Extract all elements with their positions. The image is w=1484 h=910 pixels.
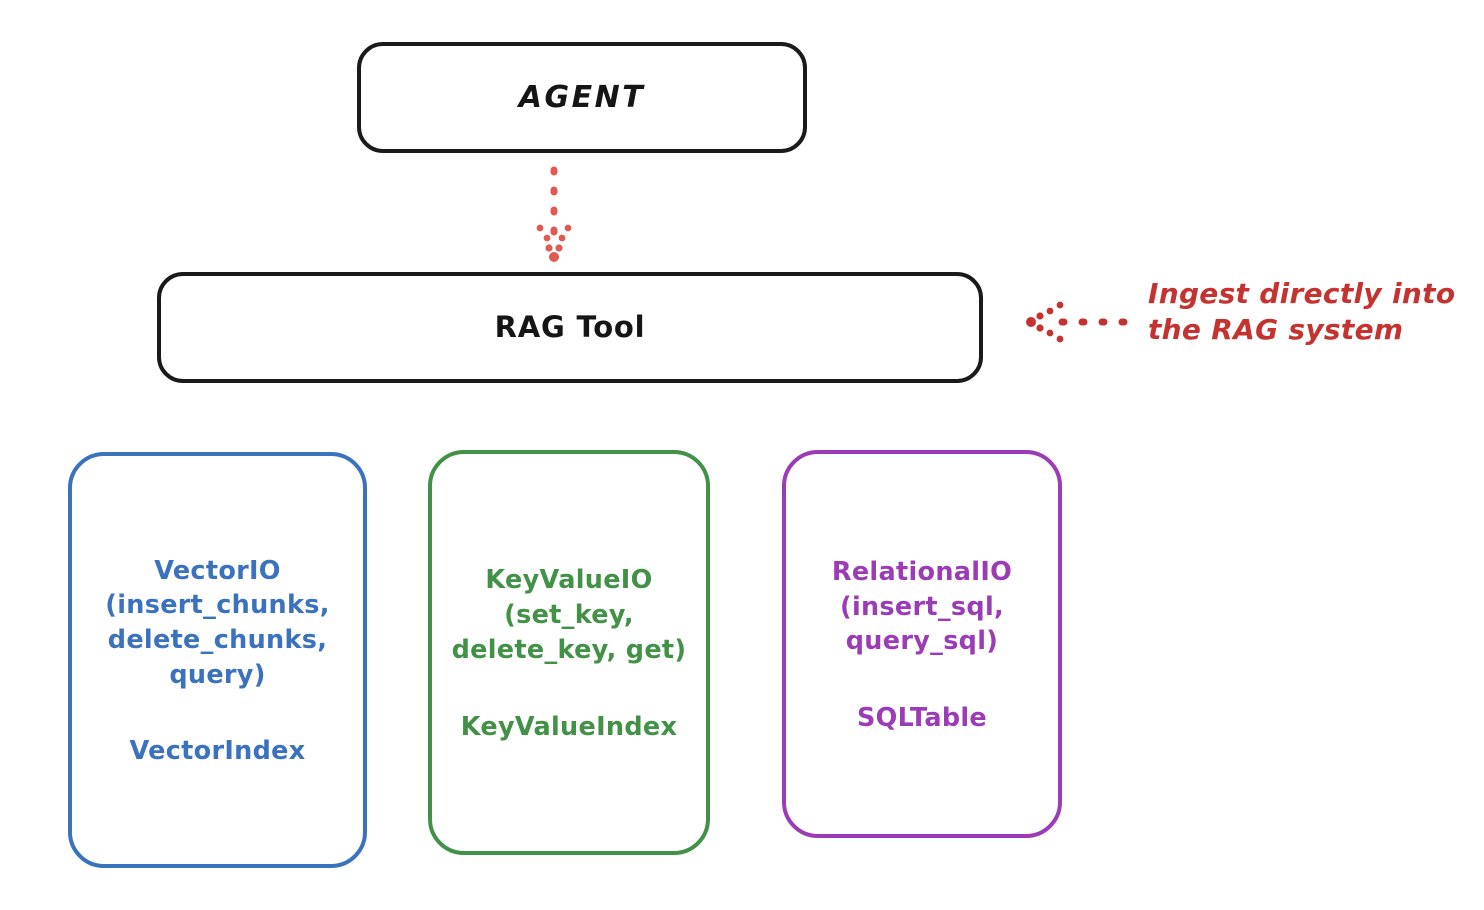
key-value-io-node[interactable]: KeyValueIO (set_key, delete_key, get) Ke… <box>428 450 710 855</box>
arrow-ingest-to-rag-tool <box>1026 301 1146 343</box>
rag-tool-node-label: RAG Tool <box>494 309 646 344</box>
vector-io-node[interactable]: VectorIO (insert_chunks, delete_chunks, … <box>68 452 367 868</box>
arrow-agent-to-rag-tool <box>536 166 572 262</box>
key-value-io-node-sublabel: KeyValueIndex <box>460 711 678 742</box>
relational-io-node-label: RelationalIO (insert_sql, query_sql) <box>831 556 1013 657</box>
agent-node[interactable]: AGENT <box>357 42 807 153</box>
vector-io-node-label: VectorIO (insert_chunks, delete_chunks, … <box>105 555 330 690</box>
ingest-annotation-label: Ingest directly into the RAG system <box>1148 277 1456 346</box>
relational-io-node[interactable]: RelationalIO (insert_sql, query_sql) SQL… <box>782 450 1062 838</box>
agent-node-label: AGENT <box>518 80 646 115</box>
relational-io-node-sublabel: SQLTable <box>856 703 988 733</box>
rag-tool-node[interactable]: RAG Tool <box>157 272 983 383</box>
key-value-io-node-label: KeyValueIO (set_key, delete_key, get) <box>451 565 687 665</box>
vector-io-node-sublabel: VectorIndex <box>129 736 306 767</box>
